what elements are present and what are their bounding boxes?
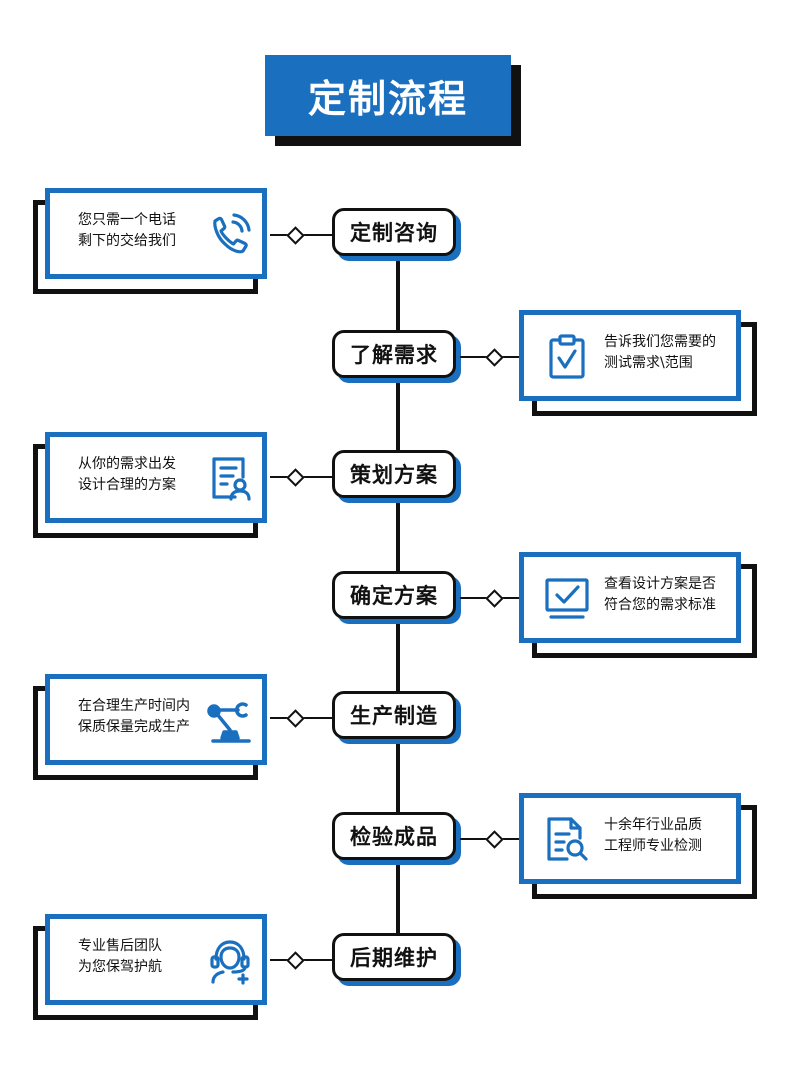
step-label: 了解需求 bbox=[332, 330, 456, 378]
step-card-3: 从你的需求出发 设计合理的方案 bbox=[33, 432, 273, 542]
support-agent-icon bbox=[205, 935, 255, 985]
step-label: 确定方案 bbox=[332, 571, 456, 619]
step-card-6: 十余年行业品质 工程师专业检测 bbox=[519, 793, 759, 903]
card-line-2: 保质保量完成生产 bbox=[78, 719, 190, 735]
card-line-1: 您只需一个电话 bbox=[78, 212, 176, 228]
connector-diamond bbox=[485, 589, 504, 608]
card-line-2: 工程师专业检测 bbox=[604, 838, 702, 854]
step-label: 检验成品 bbox=[332, 812, 456, 860]
card-text: 专业售后团队 为您保驾护航 bbox=[78, 936, 162, 978]
card-line-2: 剩下的交给我们 bbox=[78, 233, 176, 249]
card-line-2: 设计合理的方案 bbox=[78, 477, 176, 493]
document-search-icon bbox=[542, 814, 592, 864]
step-label: 生产制造 bbox=[332, 691, 456, 739]
card-line-2: 符合您的需求标准 bbox=[604, 597, 716, 613]
card-box: 十余年行业品质 工程师专业检测 bbox=[519, 793, 741, 884]
step-pill-3: 策划方案 bbox=[332, 450, 462, 504]
card-box: 专业售后团队 为您保驾护航 bbox=[45, 914, 267, 1005]
card-text: 查看设计方案是否 符合您的需求标准 bbox=[604, 574, 716, 616]
card-line-1: 十余年行业品质 bbox=[604, 817, 702, 833]
connector-diamond bbox=[286, 226, 305, 245]
connector-diamond bbox=[286, 951, 305, 970]
robot-arm-icon bbox=[205, 695, 255, 745]
card-box: 告诉我们您需要的 测试需求\范围 bbox=[519, 310, 741, 401]
monitor-check-icon bbox=[542, 573, 592, 623]
document-user-icon bbox=[205, 453, 255, 503]
step-pill-1: 定制咨询 bbox=[332, 208, 462, 262]
connector-diamond bbox=[485, 830, 504, 849]
step-card-4: 查看设计方案是否 符合您的需求标准 bbox=[519, 552, 759, 662]
card-line-1: 在合理生产时间内 bbox=[78, 698, 190, 714]
step-card-5: 在合理生产时间内 保质保量完成生产 bbox=[33, 674, 273, 784]
step-card-2: 告诉我们您需要的 测试需求\范围 bbox=[519, 310, 759, 420]
step-card-1: 您只需一个电话 剩下的交给我们 bbox=[33, 188, 273, 298]
card-line-1: 告诉我们您需要的 bbox=[604, 334, 716, 350]
step-label: 后期维护 bbox=[332, 933, 456, 981]
card-line-1: 从你的需求出发 bbox=[78, 456, 176, 472]
card-box: 查看设计方案是否 符合您的需求标准 bbox=[519, 552, 741, 643]
card-text: 您只需一个电话 剩下的交给我们 bbox=[78, 210, 176, 252]
step-pill-7: 后期维护 bbox=[332, 933, 462, 987]
step-card-7: 专业售后团队 为您保驾护航 bbox=[33, 914, 273, 1024]
connector-diamond bbox=[485, 348, 504, 367]
step-pill-6: 检验成品 bbox=[332, 812, 462, 866]
card-text: 在合理生产时间内 保质保量完成生产 bbox=[78, 696, 190, 738]
card-box: 您只需一个电话 剩下的交给我们 bbox=[45, 188, 267, 279]
card-line-1: 查看设计方案是否 bbox=[604, 576, 716, 592]
page-title-block: 定制流程 bbox=[265, 55, 521, 146]
step-pill-5: 生产制造 bbox=[332, 691, 462, 745]
connector-diamond bbox=[286, 709, 305, 728]
step-label: 定制咨询 bbox=[332, 208, 456, 256]
card-text: 从你的需求出发 设计合理的方案 bbox=[78, 454, 176, 496]
card-text: 十余年行业品质 工程师专业检测 bbox=[604, 815, 702, 857]
phone-icon bbox=[205, 209, 255, 259]
card-box: 从你的需求出发 设计合理的方案 bbox=[45, 432, 267, 523]
connector-diamond bbox=[286, 468, 305, 487]
card-text: 告诉我们您需要的 测试需求\范围 bbox=[604, 332, 716, 374]
step-label: 策划方案 bbox=[332, 450, 456, 498]
step-pill-2: 了解需求 bbox=[332, 330, 462, 384]
card-line-2: 为您保驾护航 bbox=[78, 959, 162, 975]
step-pill-4: 确定方案 bbox=[332, 571, 462, 625]
page-title: 定制流程 bbox=[265, 55, 511, 136]
clipboard-check-icon bbox=[542, 331, 592, 381]
card-line-2: 测试需求\范围 bbox=[604, 355, 693, 371]
card-box: 在合理生产时间内 保质保量完成生产 bbox=[45, 674, 267, 765]
card-line-1: 专业售后团队 bbox=[78, 938, 162, 954]
